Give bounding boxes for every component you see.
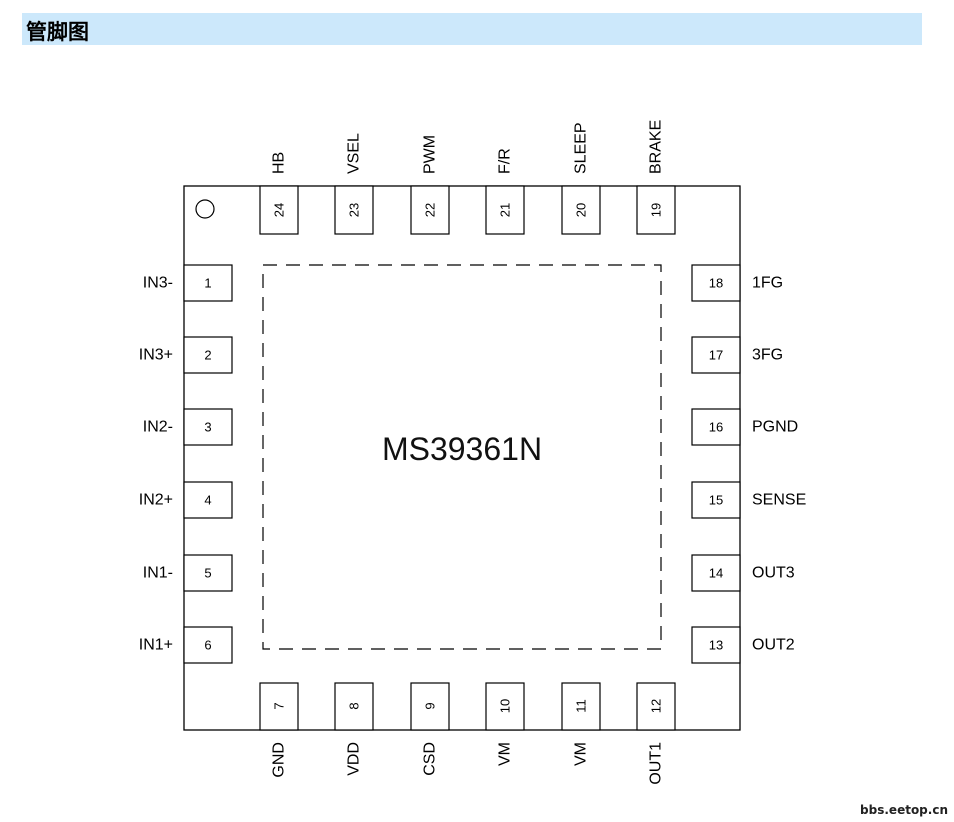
pin-2-pad bbox=[183, 336, 233, 374]
pin-22-pad bbox=[410, 185, 450, 235]
pin-number: 6 bbox=[204, 638, 211, 653]
pin-10-pad bbox=[485, 682, 525, 731]
pin-name: PGND bbox=[752, 419, 798, 436]
pin-number: 2 bbox=[204, 348, 211, 363]
chip-package-outline bbox=[183, 185, 741, 731]
pin-name: 3FG bbox=[752, 347, 783, 364]
pin-20-pad bbox=[561, 185, 601, 235]
pin-16-pad bbox=[691, 408, 741, 446]
pin-number: 21 bbox=[498, 203, 513, 217]
pin-name: IN1+ bbox=[139, 637, 173, 654]
pin-number: 3 bbox=[204, 420, 211, 435]
pin-name: SENSE bbox=[752, 492, 806, 509]
pin-12-pad bbox=[636, 682, 676, 731]
pin-number: 22 bbox=[423, 203, 438, 217]
pin-name: GND bbox=[271, 742, 288, 778]
pin-9-pad bbox=[410, 682, 450, 731]
pin-23-pad bbox=[334, 185, 374, 235]
pin-5-pad bbox=[183, 554, 233, 592]
pin-number: 5 bbox=[204, 566, 211, 581]
pin-name: VSEL bbox=[346, 133, 363, 174]
pin-6-pad bbox=[183, 626, 233, 664]
pin1-indicator-dot bbox=[195, 199, 215, 219]
pin-name: OUT2 bbox=[752, 637, 795, 654]
pin-number: 4 bbox=[204, 493, 211, 508]
pin-19-pad bbox=[636, 185, 676, 235]
pin-number: 1 bbox=[204, 276, 211, 291]
pin-1-pad bbox=[183, 264, 233, 302]
pin-18-pad bbox=[691, 264, 741, 302]
pin-number: 11 bbox=[574, 699, 589, 713]
pin-name: VDD bbox=[346, 742, 363, 776]
watermark: bbs.eetop.cn bbox=[860, 803, 948, 817]
pin-name: 1FG bbox=[752, 275, 783, 292]
pin-4-pad bbox=[183, 481, 233, 519]
pin-number: 24 bbox=[272, 203, 287, 217]
pin-name: BRAKE bbox=[648, 120, 665, 174]
chip-name: MS39361N bbox=[382, 431, 542, 467]
pin-name: IN2+ bbox=[139, 492, 173, 509]
pin-7-pad bbox=[259, 682, 299, 731]
pin-21-pad bbox=[485, 185, 525, 235]
pin-24-pad bbox=[259, 185, 299, 235]
pin-number: 16 bbox=[709, 420, 723, 435]
pin-number: 10 bbox=[498, 699, 513, 713]
pin-number: 13 bbox=[709, 638, 723, 653]
pin-number: 23 bbox=[347, 203, 362, 217]
pin-number: 15 bbox=[709, 493, 723, 508]
pin-name: VM bbox=[573, 742, 590, 766]
pin-name: IN3- bbox=[143, 275, 173, 292]
section-title: 管脚图 bbox=[26, 20, 89, 44]
pin-number: 14 bbox=[709, 566, 723, 581]
pin-name: SLEEP bbox=[573, 122, 590, 174]
pin-17-pad bbox=[691, 336, 741, 374]
pin-number: 20 bbox=[574, 203, 589, 217]
pin-number: 17 bbox=[709, 348, 723, 363]
pin-name: HB bbox=[271, 152, 288, 174]
pin-number: 12 bbox=[649, 699, 664, 713]
pin-name: OUT3 bbox=[752, 565, 795, 582]
pin-name: IN3+ bbox=[139, 347, 173, 364]
pin-8-pad bbox=[334, 682, 374, 731]
pin-name: CSD bbox=[422, 742, 439, 776]
pin-13-pad bbox=[691, 626, 741, 664]
pin-name: IN1- bbox=[143, 565, 173, 582]
pin-number: 8 bbox=[347, 702, 362, 709]
pin-name: PWM bbox=[422, 135, 439, 174]
pin-11-pad bbox=[561, 682, 601, 731]
pin-14-pad bbox=[691, 554, 741, 592]
pin-15-pad bbox=[691, 481, 741, 519]
pin-name: F/R bbox=[497, 148, 514, 174]
pin-number: 9 bbox=[423, 702, 438, 709]
pin-number: 7 bbox=[272, 702, 287, 709]
section-heading-bar: 管脚图 bbox=[22, 13, 922, 45]
pin-number: 18 bbox=[709, 276, 723, 291]
pin-number: 19 bbox=[649, 203, 664, 217]
pin-3-pad bbox=[183, 408, 233, 446]
pin-name: OUT1 bbox=[648, 742, 665, 785]
pin-name: VM bbox=[497, 742, 514, 766]
pin-name: IN2- bbox=[143, 419, 173, 436]
